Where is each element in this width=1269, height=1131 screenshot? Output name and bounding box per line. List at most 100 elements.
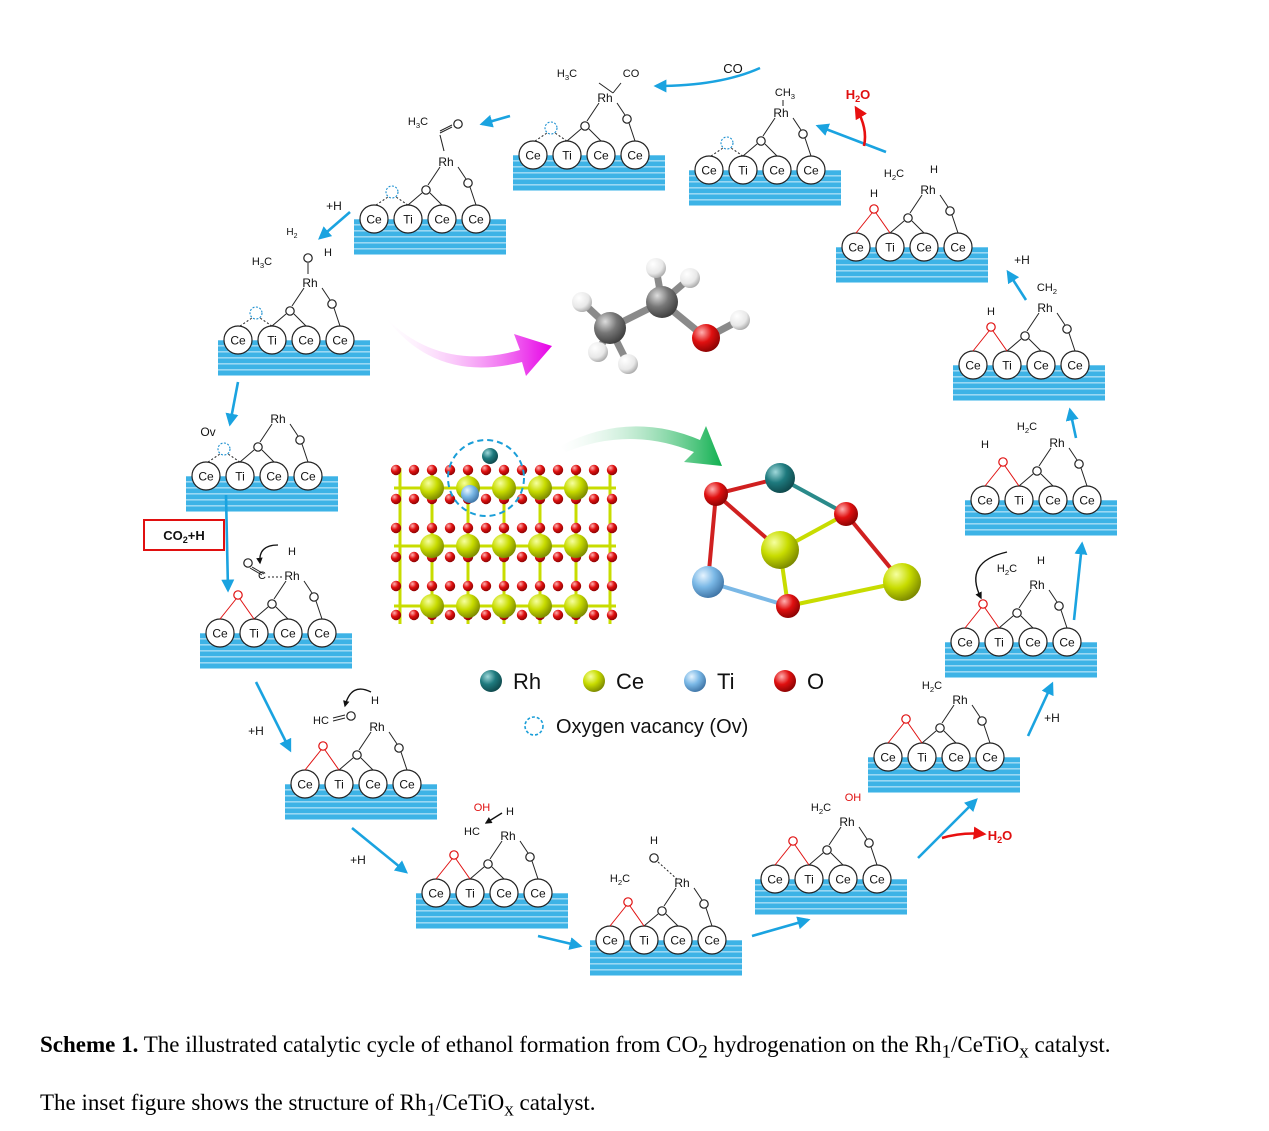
bond [249, 567, 263, 576]
figure-caption-line-1: Scheme 1. The illustrated catalytic cycl… [40, 1032, 1111, 1064]
oxygen-atom [657, 906, 667, 916]
oxygen-atom [285, 306, 295, 316]
zoom-arrow [560, 426, 722, 466]
ce-label: Ce [670, 934, 686, 948]
ce-label: Ce [767, 873, 783, 887]
subscript: 2 [294, 233, 298, 240]
ce-label: Ce [314, 627, 330, 641]
subscript: 3 [260, 261, 264, 270]
legend-ce-swatch [583, 670, 605, 692]
lattice-oxygen-atom [606, 609, 618, 621]
subscript: 3 [791, 92, 795, 101]
lattice-oxygen-atom [390, 522, 402, 534]
lattice-ce-atom [492, 594, 516, 618]
bond [830, 852, 844, 866]
rearrangement-arrow [975, 551, 1008, 600]
hydrogen-label: H [870, 188, 878, 200]
lattice-oxygen-atom [516, 522, 528, 534]
hydrogen-addition-label: +H [326, 199, 342, 213]
carbonyl-label: CO [623, 68, 640, 80]
arrow-co-insertion [653, 66, 761, 93]
bond [643, 913, 659, 927]
ce-atom [307, 618, 337, 648]
bond [939, 194, 949, 208]
oxygen-atom [622, 114, 632, 124]
active-site-atom [776, 594, 800, 618]
ce-label: Ce [300, 470, 316, 484]
oxygen-atom [1062, 324, 1072, 334]
bond [534, 132, 548, 142]
bond [889, 220, 905, 234]
methyl-label: H3C [557, 68, 577, 82]
hydrogen-label: H [324, 247, 332, 259]
bond [774, 844, 792, 866]
oxygen-atom [977, 716, 987, 726]
ce-label: Ce [298, 334, 314, 348]
lattice-oxygen-atom [534, 464, 546, 476]
hydrogen-addition-label: +H [248, 724, 264, 738]
bond [455, 858, 471, 880]
oxygen-vacancy-marker [217, 442, 231, 456]
bond [301, 443, 309, 463]
bond [457, 166, 467, 180]
rh-label: Rh [284, 569, 299, 583]
bond [554, 132, 568, 142]
arrow-to-acetyl [479, 114, 511, 128]
ce-label: Ce [1045, 494, 1061, 508]
bond [519, 840, 529, 854]
lattice-oxygen-atom [552, 464, 564, 476]
ti-label: Ti [235, 470, 245, 484]
lattice-ce-atom [528, 594, 552, 618]
hydroxyl-label: OH [474, 802, 491, 814]
lattice-oxygen-atom [606, 493, 618, 505]
ce-label: Ce [948, 751, 964, 765]
lattice-oxygen-atom [588, 580, 600, 592]
bond [855, 212, 873, 234]
oxygen-atom [421, 185, 431, 195]
methyl-label: CH3 [775, 87, 795, 101]
carbon-atom [646, 286, 678, 318]
lattice-oxygen-atom [552, 580, 564, 592]
subscript: 2 [1025, 426, 1029, 435]
oxygen-atom [864, 838, 874, 848]
ce-label: Ce [950, 241, 966, 255]
ce-atom [359, 204, 389, 234]
lattice-oxygen-atom [480, 464, 492, 476]
bond [338, 757, 354, 771]
lattice-oxygen-atom [552, 551, 564, 563]
lattice-oxygen-atom [480, 522, 492, 534]
lattice-oxygen-atom [516, 551, 528, 563]
oxygen-vacancy-marker [249, 306, 263, 320]
bond [1028, 338, 1042, 352]
ce-atom [392, 769, 422, 799]
bond [657, 861, 679, 881]
bond [828, 826, 842, 846]
ov-label: Ov [200, 425, 215, 439]
lattice-ce-atom [492, 476, 516, 500]
figure-caption-line-2: The inset figure shows the structure of … [40, 1090, 596, 1122]
lattice-oxygen-atom [588, 551, 600, 563]
label-tail: O [1002, 828, 1012, 843]
hydrogen-label: H [1037, 555, 1045, 567]
subscript: 2 [1053, 287, 1057, 296]
oxygen-atom [303, 253, 313, 263]
ce-label: Ce [434, 213, 450, 227]
ce-label: Ce [428, 887, 444, 901]
oxygen-atom [1032, 466, 1042, 476]
ethoxy-label: H3C [252, 256, 272, 270]
single-rh-atom [482, 448, 498, 464]
lattice-ce-atom [456, 594, 480, 618]
bond [251, 566, 265, 575]
hydroxyl-oxygen-atom [901, 714, 911, 724]
lattice-oxygen-atom [408, 493, 420, 505]
water-label: H2O [846, 87, 871, 104]
bond [971, 704, 981, 718]
bond [1056, 312, 1066, 326]
lattice-oxygen-atom [462, 464, 474, 476]
rh-label: Rh [438, 155, 453, 169]
